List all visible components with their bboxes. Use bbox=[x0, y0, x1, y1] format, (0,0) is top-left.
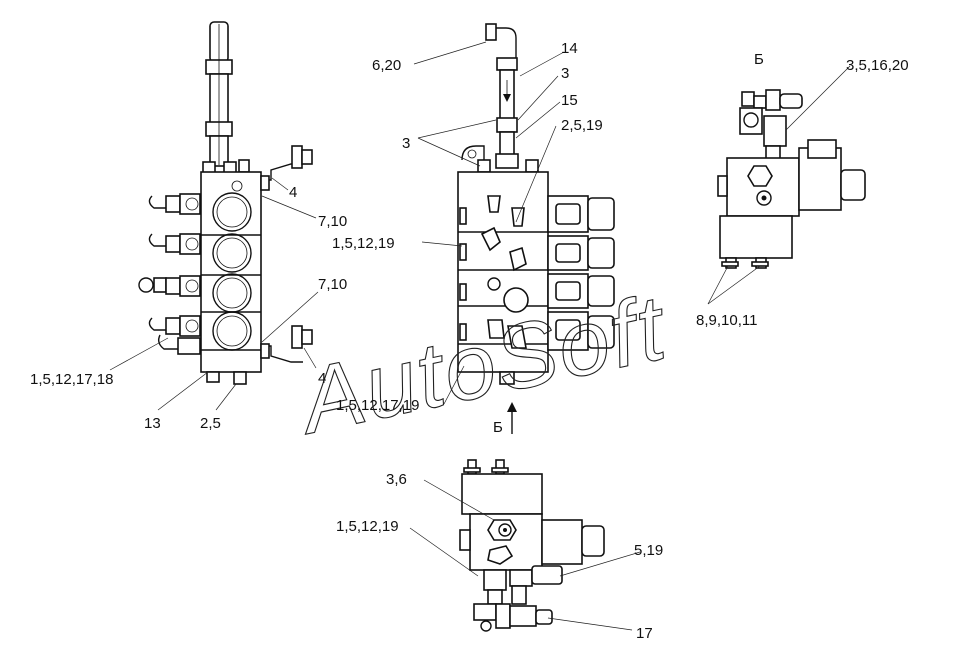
label-mid-1-5-12-19: 1,5,12,19 bbox=[332, 235, 395, 252]
label-view-b-top: Б bbox=[754, 51, 764, 68]
label-view-b-arrow: Б bbox=[493, 419, 503, 436]
label-left-4-top: 4 bbox=[289, 184, 297, 201]
label-bot-1-5-12-19: 1,5,12,19 bbox=[336, 518, 399, 535]
label-left-13: 13 bbox=[144, 415, 161, 432]
label-mid-1-5-12-17-19: 1,5,12,17,19 bbox=[336, 397, 419, 414]
label-mid-6-20: 6,20 bbox=[372, 57, 401, 74]
label-left-4-bottom: 4 bbox=[318, 370, 326, 387]
label-mid-3-right: 3 bbox=[561, 65, 569, 82]
label-mid-2-5-19: 2,5,19 bbox=[561, 117, 603, 134]
left-side-fittings bbox=[138, 193, 201, 355]
label-mid-14: 14 bbox=[561, 40, 578, 57]
leader-lines bbox=[109, 41, 851, 631]
label-right-3-5-16-20: 3,5,16,20 bbox=[846, 57, 909, 74]
label-mid-15: 15 bbox=[561, 92, 578, 109]
label-left-7-10-bottom: 7,10 bbox=[318, 276, 347, 293]
middle-valve-view bbox=[457, 23, 615, 434]
left-valve-view bbox=[138, 21, 313, 385]
label-left-1-5-12-17-18: 1,5,12,17,18 bbox=[30, 371, 113, 388]
label-bot-17: 17 bbox=[636, 625, 653, 642]
label-left-7-10-top: 7,10 bbox=[318, 213, 347, 230]
label-mid-3-left: 3 bbox=[402, 135, 410, 152]
label-bot-5-19: 5,19 bbox=[634, 542, 663, 559]
label-bot-3-6: 3,6 bbox=[386, 471, 407, 488]
callout-labels: 4 7,10 7,10 4 1,5,12,17,18 13 2,5 6,20 1… bbox=[30, 40, 909, 642]
bottom-view bbox=[459, 459, 605, 632]
right-view-b bbox=[717, 89, 866, 269]
label-right-8-9-10-11: 8,9,10,11 bbox=[696, 312, 757, 329]
solenoid-coils bbox=[547, 195, 615, 351]
label-left-2-5: 2,5 bbox=[200, 415, 221, 432]
